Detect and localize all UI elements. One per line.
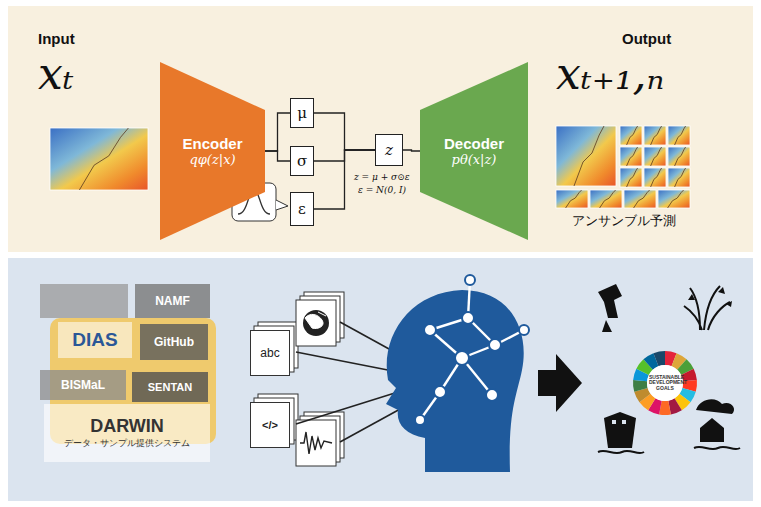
namf-logo: NAMF — [135, 284, 210, 318]
node-text: NAMF — [155, 294, 190, 308]
connector — [265, 113, 290, 151]
head-silhouette — [386, 290, 524, 472]
dias-logo: DIAS — [58, 322, 132, 358]
node-text: Encoder — [182, 135, 242, 152]
epsilon-box: ε — [290, 192, 314, 226]
coastline — [627, 147, 638, 166]
node-text: DIAS — [72, 329, 117, 351]
node-text: pθ(x|z) — [452, 152, 497, 167]
node-text: DARWIN — [90, 416, 164, 437]
node-text: GitHub — [154, 335, 194, 349]
trapezoid — [160, 62, 265, 240]
coastline — [675, 147, 686, 166]
output-title: Output — [622, 30, 671, 47]
input-title: Input — [38, 30, 75, 47]
node-text: </> — [262, 419, 278, 431]
formula: z = μ + σ⊙ε — [354, 172, 410, 182]
wheel-segment — [653, 351, 665, 366]
coastline — [668, 190, 684, 208]
variable: xₜ₊₁,ₙ — [556, 48, 664, 99]
map-tile — [668, 126, 690, 145]
coastline — [651, 168, 662, 187]
globe-icon — [303, 310, 329, 336]
map-tile — [556, 126, 616, 186]
map-tile — [644, 168, 666, 187]
coastline — [651, 126, 662, 145]
globe-land — [305, 312, 326, 329]
sentan-logo: SENTAN — [132, 372, 208, 402]
coastline — [651, 147, 662, 166]
wheel-segment — [633, 380, 648, 392]
node-text: z — [385, 141, 393, 159]
node-text: データ・サンプル提供システム — [64, 437, 190, 450]
network — [420, 280, 524, 420]
map-tile — [668, 168, 690, 187]
trapezoid — [420, 62, 528, 240]
variable: xₜ — [38, 48, 74, 99]
coastline — [675, 126, 686, 145]
coastline — [675, 168, 686, 187]
logo-greyed — [40, 284, 128, 318]
caption-text: アンサンブル予測 — [572, 212, 676, 230]
darwin-logo: DARWINデータ・サンプル提供システム — [44, 404, 210, 462]
coastline — [627, 168, 638, 187]
coastline — [574, 126, 604, 186]
mean-box: μ — [290, 98, 314, 128]
node-text: qφ(z|x) — [189, 152, 235, 167]
sdg-text: SUSTAINABLE DEVELOPMENT GOALS — [649, 375, 681, 392]
map-tile — [668, 147, 690, 166]
map-tiles — [50, 126, 690, 208]
code-document: </> — [250, 402, 290, 448]
coastline — [600, 190, 616, 208]
sdg-wheel — [633, 351, 697, 415]
coastline — [634, 190, 650, 208]
connector — [403, 150, 420, 151]
formula: ε = N(0, I) — [358, 185, 406, 195]
waveform — [300, 432, 332, 454]
map-tile — [620, 126, 642, 145]
map-tile — [620, 147, 642, 166]
wheel-segment — [681, 369, 697, 382]
pointer — [276, 200, 288, 210]
node-text: SENTAN — [148, 381, 192, 393]
coastline — [627, 126, 638, 145]
map-tile — [658, 190, 690, 208]
node-text: abc — [260, 346, 279, 360]
top-panel — [8, 6, 753, 252]
bottom-panel — [8, 258, 753, 501]
network-nodes — [415, 275, 529, 425]
connector — [265, 151, 290, 161]
map-tile — [620, 168, 642, 187]
node-text: ε — [298, 200, 306, 218]
wheel-center — [647, 365, 683, 401]
encoder: Encoderqφ(z|x) — [160, 62, 265, 240]
map-tile — [590, 190, 622, 208]
node-text: μ — [297, 104, 307, 122]
map-tile — [644, 147, 666, 166]
text-document: abc — [250, 330, 290, 376]
sdg-icons — [598, 284, 740, 453]
map-tile — [556, 190, 588, 208]
sigma-box: σ — [290, 146, 314, 176]
node-text: σ — [297, 152, 307, 170]
node-text: Decoder — [444, 135, 504, 152]
node-text: BISMaL — [61, 378, 105, 392]
input-lines — [296, 322, 402, 442]
map-tile — [644, 126, 666, 145]
decoder: Decoderpθ(x|z) — [420, 62, 528, 240]
connector — [314, 113, 375, 150]
big-arrow — [538, 354, 582, 412]
map-tile — [624, 190, 656, 208]
map-tile — [50, 128, 148, 190]
coastline — [79, 128, 128, 190]
github-logo: GitHub — [140, 324, 208, 360]
bismal-logo: BISMaL — [40, 370, 126, 400]
latent-box: z — [375, 134, 403, 166]
coastline — [566, 190, 582, 208]
